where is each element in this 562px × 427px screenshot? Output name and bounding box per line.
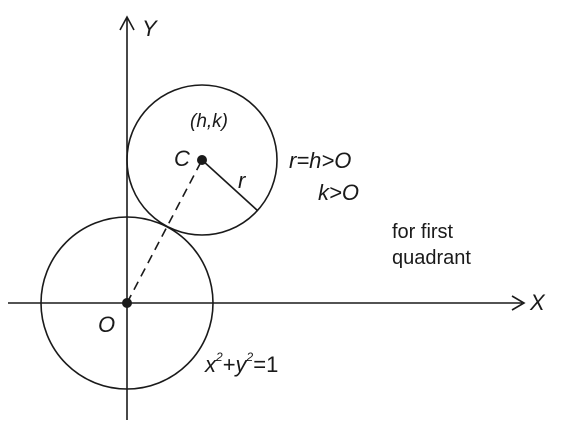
origin-label: O	[98, 312, 116, 337]
center-point	[197, 155, 207, 165]
circle-c	[126, 84, 278, 236]
radius-line	[201, 159, 259, 212]
eq-exp-2: 2	[246, 350, 254, 364]
x-axis-arrow	[511, 295, 526, 311]
axis-x-label: X	[530, 290, 545, 315]
unit-circle-equation: x2+y2=1	[205, 350, 279, 378]
eq-y: y	[235, 352, 247, 377]
unit-circle	[40, 216, 214, 390]
center-coords-label: (h,k)	[190, 111, 228, 132]
axis-y-label: Y	[142, 16, 157, 41]
condition-r-equals-h: r=h>O	[289, 148, 352, 173]
center-label: C	[174, 146, 190, 171]
quadrant-note: for first quadrant	[392, 219, 471, 271]
radius-label: r	[238, 168, 246, 193]
note-line-2: quadrant	[392, 247, 471, 269]
eq-rhs: =1	[253, 352, 279, 377]
eq-exp-1: 2	[216, 350, 223, 364]
eq-x: x	[205, 352, 216, 377]
dashed-line-oc	[126, 159, 203, 304]
note-line-1: for first	[392, 221, 454, 243]
condition-k: k>O	[318, 180, 359, 205]
eq-plus: +	[222, 352, 236, 377]
origin-point	[122, 298, 132, 308]
y-axis-arrow	[119, 15, 135, 31]
